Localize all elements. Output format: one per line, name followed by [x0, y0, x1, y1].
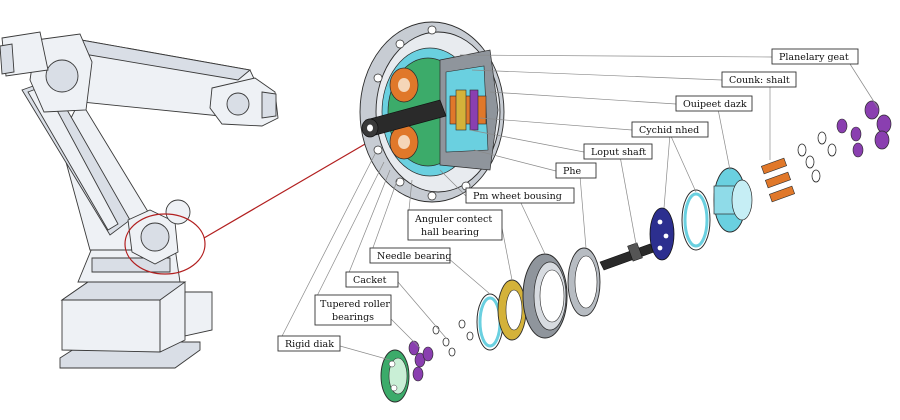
label-needle-bearing-text: Needle bearing	[377, 251, 451, 262]
robot-arm	[0, 31, 279, 369]
label-input-shaft-text: Loput shaft	[591, 147, 646, 158]
label-planetary-gear: Planelary geat	[771, 48, 859, 65]
label-output-disk-text: Ouipeet dazk	[683, 99, 747, 110]
label-tapered-roller-line2: bearings	[332, 312, 374, 323]
label-rigid-disk-text: Rigid diak	[285, 339, 334, 350]
label-angular-contact-line2: hall bearing	[421, 227, 479, 238]
label-angular-contact-line1: Anguler contect	[414, 214, 492, 225]
label-cycloid-wheel: Cychid nhed	[631, 121, 709, 138]
label-gasket-text: Cacket	[353, 275, 387, 286]
label-tapered-roller-bearings: Tupered roller bearings	[314, 294, 392, 326]
label-needle-bearing: Needle bearing	[369, 247, 451, 264]
label-pin-text: Phe	[563, 166, 582, 177]
zoom-line	[203, 139, 373, 239]
leader-lines	[277, 54, 879, 361]
label-angular-contact-bearing: Anguler contect hall bearing	[407, 209, 503, 241]
label-input-shaft: Loput shaft	[583, 143, 653, 160]
label-planetary-gear-text: Planelary geat	[779, 52, 849, 63]
label-gasket: Cacket	[345, 271, 399, 288]
label-output-disk: Ouipeet dazk	[675, 95, 753, 112]
label-pin-wheel-housing: Pm wheet bousing	[465, 187, 575, 204]
label-pin-wheel-housing-text: Pm wheet bousing	[473, 191, 562, 202]
label-cycloid-wheel-text: Cychid nhed	[639, 125, 699, 136]
label-crank-shaft: Counk: shalt	[721, 71, 797, 88]
assembled-reducer	[359, 21, 505, 203]
label-pin: Phe	[555, 162, 597, 179]
label-tapered-roller-line1: Tupered roller	[320, 299, 390, 310]
label-crank-shaft-text: Counk: shalt	[729, 75, 790, 86]
exploded-parts	[380, 100, 892, 403]
zoom-circle	[124, 213, 206, 275]
label-rigid-disk: Rigid diak	[277, 335, 341, 352]
